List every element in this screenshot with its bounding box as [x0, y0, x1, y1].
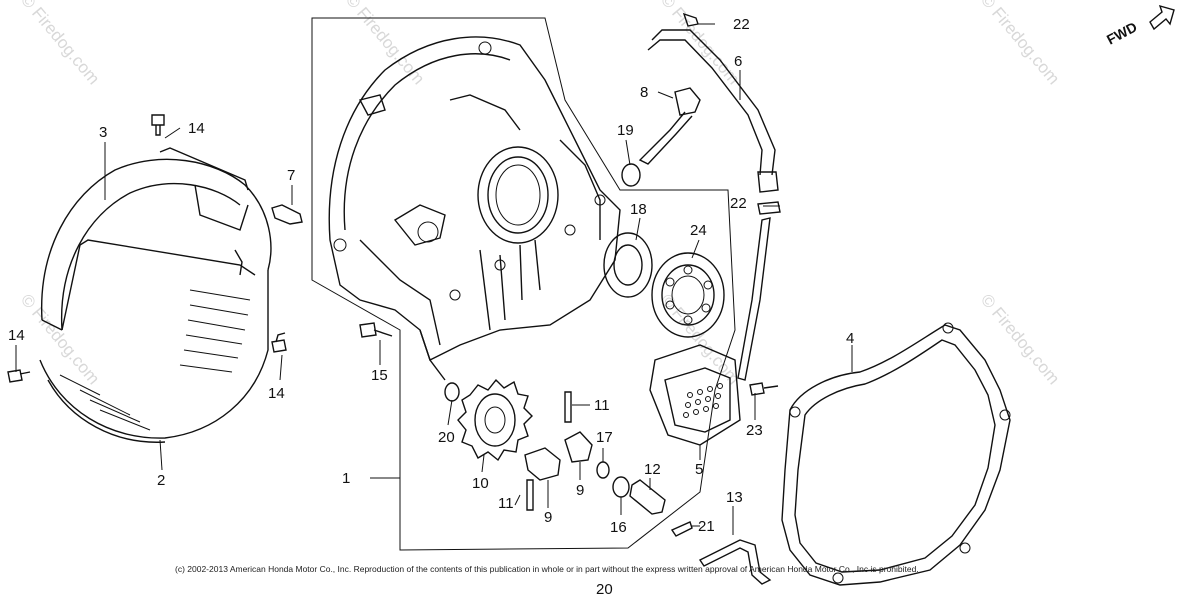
- shaft-12: [629, 479, 666, 515]
- clip-22-mid: [757, 201, 781, 215]
- callouts: 1 2 3 4 5 6 7 8 9 9 10 11 11 12 13 14 14…: [8, 16, 854, 598]
- callout-12: 12: [644, 461, 661, 478]
- leader-lines: [15, 23, 853, 535]
- watermark-4: © Firedog.com: [977, 0, 1063, 88]
- callout-22a: 22: [733, 16, 750, 33]
- assembly-outline: [311, 17, 736, 551]
- o-ring-19: [621, 163, 641, 187]
- watermark-5: © Firedog.com: [17, 290, 103, 388]
- copyright-notice: (c) 2002-2013 American Honda Motor Co., …: [175, 564, 919, 574]
- bolt-14-top: [151, 114, 165, 136]
- callout-7: 7: [287, 167, 295, 184]
- fan-shroud: [39, 147, 272, 443]
- callout-13: 13: [726, 489, 743, 506]
- fwd-arrow: FWD: [1104, 4, 1175, 48]
- watermark-3: © Firedog.com: [657, 0, 743, 88]
- callout-24: 24: [690, 222, 707, 239]
- watermark-2: © Firedog.com: [342, 0, 428, 88]
- bolt-15: [359, 322, 393, 338]
- watermark-1: © Firedog.com: [17, 0, 103, 88]
- callout-14c: 14: [268, 385, 285, 402]
- oil-screen: [649, 344, 741, 446]
- callout-1: 1: [342, 470, 350, 487]
- callout-6: 6: [734, 53, 742, 70]
- rod-13: [698, 539, 772, 585]
- bolt-23: [749, 382, 779, 396]
- watermark-7: © Firedog.com: [977, 290, 1063, 388]
- callout-22b: 22: [730, 195, 747, 212]
- callout-11b: 11: [498, 495, 514, 512]
- callout-14b: 14: [8, 327, 25, 344]
- watermark-6: © Firedog.com: [657, 290, 743, 388]
- callout-3: 3: [99, 124, 107, 141]
- washer-16: [612, 476, 630, 498]
- washer-20: [444, 382, 460, 402]
- callout-15: 15: [371, 367, 388, 384]
- callout-21: 21: [698, 518, 715, 535]
- bolt-14-right: [271, 332, 287, 353]
- fwd-arrow-icon: [1149, 4, 1175, 31]
- callout-16: 16: [610, 519, 627, 536]
- callout-5: 5: [695, 461, 703, 478]
- callout-4: 4: [846, 330, 854, 347]
- clip-7: [271, 204, 303, 225]
- callout-11a: 11: [594, 397, 610, 414]
- governor-weight-1: [524, 447, 561, 481]
- fwd-label: FWD: [1104, 19, 1140, 48]
- callout-8: 8: [640, 84, 648, 101]
- shroud-vents: [59, 289, 251, 431]
- governor-gear: [457, 378, 533, 462]
- governor-weight-2: [564, 431, 593, 463]
- pin-11-upper: [564, 391, 572, 423]
- screen-holes: [683, 383, 723, 418]
- pin-11-lower: [526, 479, 534, 511]
- pin-21: [670, 521, 693, 537]
- callout-18: 18: [630, 201, 647, 218]
- callout-9b: 9: [544, 509, 552, 526]
- callout-20a: 20: [438, 429, 455, 446]
- dipstick: [638, 87, 701, 165]
- crankcase-cover: [328, 36, 621, 381]
- clip-17: [596, 461, 610, 479]
- oil-seal: [603, 232, 653, 298]
- gasket: [781, 322, 1011, 586]
- callout-20b: 20: [596, 581, 613, 598]
- callout-9a: 9: [576, 482, 584, 499]
- callout-23: 23: [746, 422, 763, 439]
- callout-19: 19: [617, 122, 634, 139]
- breather-tube: [647, 29, 779, 193]
- tube-lower: [737, 217, 771, 381]
- callout-10: 10: [472, 475, 489, 492]
- bolt-14-left: [7, 369, 31, 383]
- callout-14a: 14: [188, 120, 205, 137]
- bearing: [651, 252, 725, 338]
- callout-17: 17: [596, 429, 613, 446]
- callout-2: 2: [157, 472, 165, 489]
